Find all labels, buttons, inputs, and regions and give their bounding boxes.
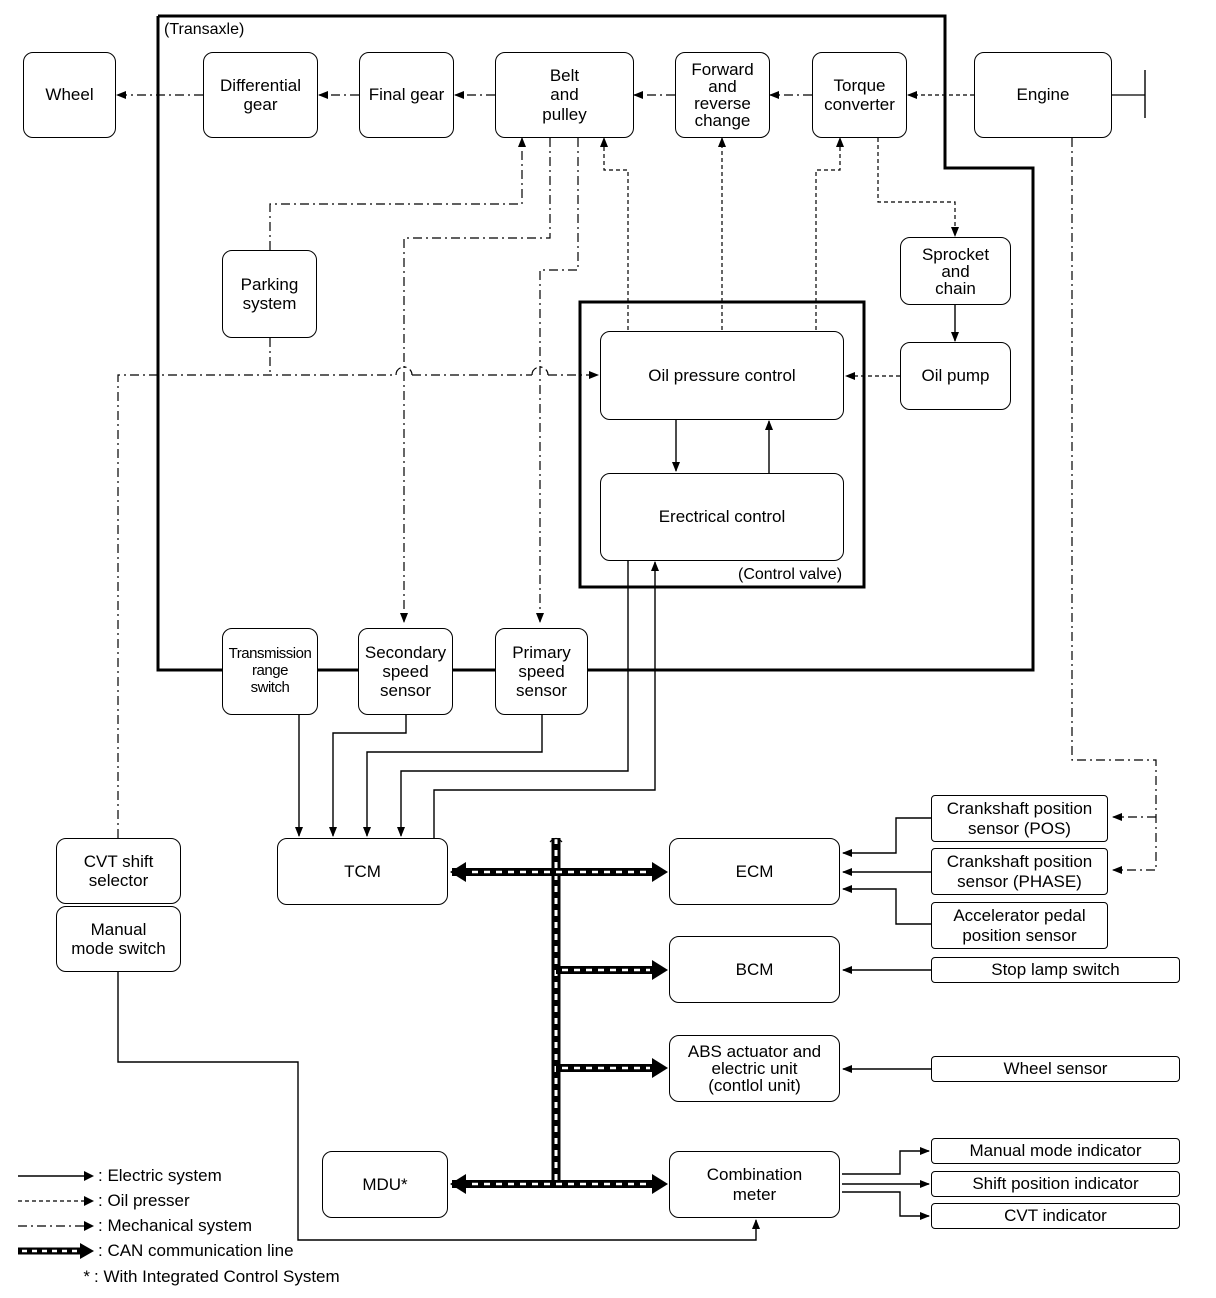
bcm-node: BCM — [669, 936, 840, 1003]
cvt-shift-selector-node: CVT shift selector — [56, 838, 181, 904]
can-line-icon — [18, 1243, 94, 1259]
abs-unit-node: ABS actuator and electric unit (contlol … — [669, 1035, 840, 1102]
legend-mechanical: : Mechanical system — [18, 1216, 252, 1236]
primary-speed-sensor-node: Primary speed sensor — [495, 628, 588, 715]
secondary-speed-sensor-node: Secondary speed sensor — [358, 628, 453, 715]
differential-gear-node: Differential gear — [203, 52, 318, 138]
electrical-control-node: Erectrical control — [600, 473, 844, 561]
crankshaft-pos-sensor-node: Crankshaft position sensor (POS) — [931, 795, 1108, 842]
accelerator-pedal-sensor-node: Accelerator pedal position sensor — [931, 902, 1108, 949]
manual-mode-switch-node: Manual mode switch — [56, 906, 181, 972]
tcm-node: TCM — [277, 838, 448, 905]
forward-reverse-node: Forward and reverse change — [675, 52, 770, 138]
wheel-node: Wheel — [23, 52, 116, 138]
oil-pump-node: Oil pump — [900, 342, 1011, 410]
crankshaft-phase-sensor-node: Crankshaft position sensor (PHASE) — [931, 848, 1108, 895]
electric-line-icon — [18, 1171, 94, 1181]
ecm-node: ECM — [669, 838, 840, 905]
legend-can-label: : CAN communication line — [98, 1241, 294, 1260]
legend-mechanical-label: : Mechanical system — [98, 1216, 252, 1235]
control-valve-label: (Control valve) — [738, 566, 843, 583]
mdu-node: MDU* — [322, 1151, 448, 1218]
legend-oil-label: : Oil presser — [98, 1191, 190, 1210]
transaxle-frame — [156, 14, 1035, 672]
torque-converter-node: Torque converter — [812, 52, 907, 138]
legend-note: * : With Integrated Control System — [18, 1267, 340, 1287]
final-gear-node: Final gear — [359, 52, 454, 138]
legend-oil: : Oil presser — [18, 1191, 190, 1211]
legend-can: : CAN communication line — [18, 1241, 294, 1261]
legend-note-label: : With Integrated Control System — [94, 1267, 340, 1286]
mechanical-line-icon — [18, 1221, 94, 1231]
engine-node: Engine — [974, 52, 1112, 138]
sprocket-chain-node: Sprocket and chain — [900, 237, 1011, 305]
cvt-indicator-node: CVT indicator — [931, 1203, 1180, 1229]
belt-pulley-node: Belt and pulley — [495, 52, 634, 138]
manual-mode-indicator-node: Manual mode indicator — [931, 1138, 1180, 1164]
transaxle-label: (Transaxle) — [164, 21, 245, 38]
legend-note-symbol: * — [83, 1267, 90, 1286]
legend-electric-label: : Electric system — [98, 1166, 222, 1185]
combination-meter-node: Combination meter — [669, 1151, 840, 1218]
transmission-range-switch-node: Transmission range switch — [222, 628, 318, 715]
oil-pressure-control-node: Oil pressure control — [600, 331, 844, 420]
oil-line-icon — [18, 1196, 94, 1206]
legend-electric: : Electric system — [18, 1166, 222, 1186]
wheel-sensor-node: Wheel sensor — [931, 1056, 1180, 1082]
parking-system-node: Parking system — [222, 250, 317, 338]
stop-lamp-switch-node: Stop lamp switch — [931, 957, 1180, 983]
shift-position-indicator-node: Shift position indicator — [931, 1171, 1180, 1197]
